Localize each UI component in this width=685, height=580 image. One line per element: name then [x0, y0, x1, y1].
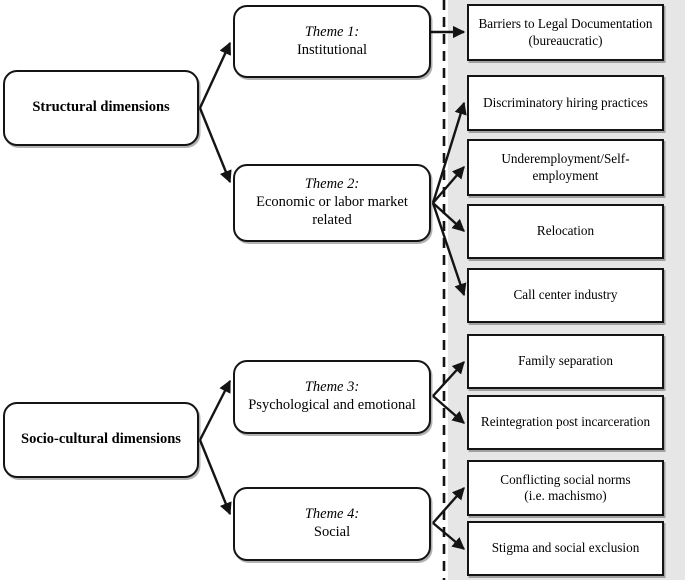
subtheme-6-label: Family separation [518, 353, 613, 369]
theme-4-text: Theme 4: Social [235, 506, 429, 541]
subtheme-4-label: Relocation [536, 223, 595, 239]
category-sociocultural-dimensions[interactable]: Socio-cultural dimensions [3, 402, 199, 478]
theme-1-node[interactable]: Theme 1: Institutional [233, 5, 431, 78]
theme-3-number: Theme 3: [304, 379, 360, 396]
theme-3-text: Theme 3: Psychological and emotional [235, 379, 429, 414]
category-structural-dimensions[interactable]: Structural dimensions [3, 70, 199, 146]
subtheme-1-line2: (bureaucratic) [528, 32, 603, 48]
theme-2-text: Theme 2: Economic or labor market relate… [235, 176, 429, 229]
subtheme-3-line2: employment [532, 167, 599, 183]
subtheme-stigma-and-social-exclusion[interactable]: Stigma and social exclusion [467, 521, 664, 576]
subtheme-9-label: Stigma and social exclusion [491, 540, 640, 556]
subtheme-5-label: Call center industry [513, 287, 618, 303]
subtheme-relocation[interactable]: Relocation [467, 204, 664, 259]
theme-4-name: Social [313, 524, 351, 540]
subtheme-3-line1: Underemployment/Self- [501, 151, 630, 167]
subtheme-barriers-legal-documentation[interactable]: Barriers to Legal Documentation (bureauc… [467, 4, 664, 61]
edge-sociocultural-theme4 [198, 439, 232, 516]
theme-2-node[interactable]: Theme 2: Economic or labor market relate… [233, 164, 431, 242]
theme-1-text: Theme 1: Institutional [235, 24, 429, 59]
subtheme-7-label: Reintegration post incarceration [480, 414, 651, 430]
theme-1-number: Theme 1: [304, 23, 360, 40]
subtheme-8-line2: (i.e. machismo) [524, 488, 607, 503]
theme-3-name: Psychological and emotional [248, 397, 416, 413]
subtheme-call-center-industry[interactable]: Call center industry [467, 268, 664, 323]
subtheme-1-line1: Barriers to Legal Documentation [478, 16, 653, 32]
subtheme-reintegration-post-incarceration[interactable]: Reintegration post incarceration [467, 395, 664, 450]
category-sociocultural-label: Socio-cultural dimensions [21, 431, 181, 448]
theme-4-node[interactable]: Theme 4: Social [233, 487, 431, 561]
subtheme-8-line1: Conflicting social norms [500, 471, 631, 487]
theme-2-name-line2: related [312, 211, 352, 228]
edge-sociocultural-theme3 [198, 379, 232, 441]
theme-2-name-line1: Economic or labor market [256, 194, 408, 211]
category-structural-label: Structural dimensions [32, 99, 170, 116]
theme-3-node[interactable]: Theme 3: Psychological and emotional [233, 360, 431, 434]
edge-structural-theme1 [198, 41, 232, 109]
subtheme-family-separation[interactable]: Family separation [467, 334, 664, 389]
theme-2-number: Theme 2: [304, 176, 360, 193]
theme-1-name: Institutional [296, 41, 368, 58]
subtheme-conflicting-social-norms[interactable]: Conflicting social norms (i.e. machismo) [467, 460, 664, 516]
subtheme-underemployment-self-employment[interactable]: Underemployment/Self- employment [467, 139, 664, 196]
edge-structural-theme2 [198, 107, 232, 184]
theme-4-number: Theme 4: [304, 506, 360, 523]
subtheme-2-label: Discriminatory hiring practices [483, 94, 648, 110]
subtheme-discriminatory-hiring-practices[interactable]: Discriminatory hiring practices [467, 75, 664, 131]
